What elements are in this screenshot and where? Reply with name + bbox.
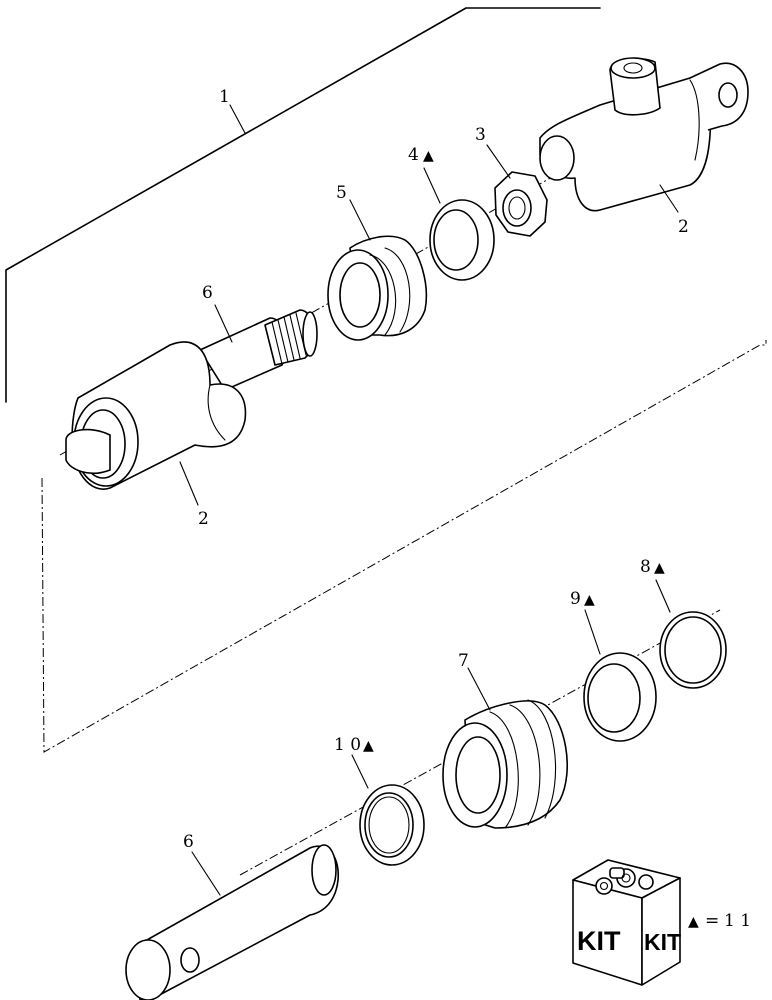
callout-8: 8 — [640, 557, 651, 577]
leader-lines — [179, 104, 679, 896]
legend-equals: = — [705, 911, 719, 931]
callout-2-top: 2 — [678, 217, 689, 237]
part-5-piston — [327, 235, 428, 341]
callout-4: 4 — [408, 145, 419, 165]
callout-8-kit-marker: ▲ — [654, 560, 665, 576]
callout-6-bottom: 6 — [183, 832, 194, 852]
callout-6-top: 6 — [202, 283, 213, 303]
kit-box-icon: KIT KIT — [572, 859, 681, 986]
part-6-rod-threaded — [199, 309, 318, 391]
callout-10: 1 0 — [334, 735, 361, 755]
callout-9-kit-marker: ▲ — [584, 592, 595, 608]
callout-9: 9 — [570, 589, 581, 609]
part-6-pin — [125, 844, 340, 1000]
callout-10-kit-marker: ▲ — [363, 738, 374, 754]
callout-4-kit-marker: ▲ — [423, 148, 434, 164]
callout-5: 5 — [336, 183, 347, 203]
kit-legend: ▲ = 1 1 — [688, 911, 751, 931]
kit-label-left: KIT — [577, 926, 621, 956]
part-3-hex-nut — [494, 171, 548, 237]
assembly-bracket-line — [5, 7, 601, 403]
callout-labels: 1 2 3 4 ▲ 5 6 2 8 ▲ 9 ▲ 7 1 0 ▲ 6 — [183, 87, 689, 852]
callout-2-mid: 2 — [198, 509, 209, 529]
part-2-barrel-end — [539, 57, 749, 212]
callout-1: 1 — [219, 87, 230, 107]
part-7-gland — [442, 699, 568, 829]
part-2-rod-end — [65, 341, 247, 490]
part-9-ring — [583, 652, 657, 742]
fittings-icon — [595, 867, 654, 895]
part-4-washer — [429, 199, 495, 281]
part-8-o-ring — [659, 611, 727, 689]
legend-triangle-icon: ▲ — [688, 914, 699, 930]
kit-label-right: KIT — [644, 929, 681, 955]
callout-3: 3 — [475, 125, 486, 145]
part-10-seal — [359, 784, 425, 866]
legend-value: 1 1 — [724, 911, 751, 931]
callout-7: 7 — [458, 651, 469, 671]
